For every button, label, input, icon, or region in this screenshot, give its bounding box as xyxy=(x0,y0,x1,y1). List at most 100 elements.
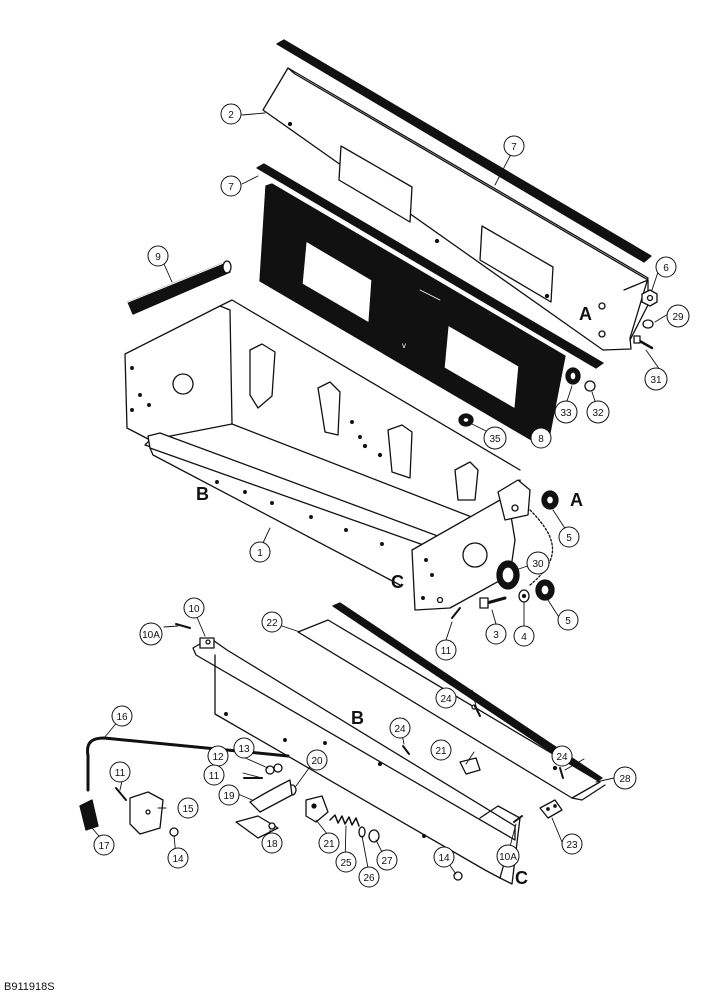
figure-id: B911918S xyxy=(4,981,55,993)
svg-text:33: 33 xyxy=(560,408,572,419)
callout-30: 30 xyxy=(526,551,550,575)
svg-text:2: 2 xyxy=(228,110,234,121)
svg-text:1: 1 xyxy=(257,548,263,559)
spring-25 xyxy=(329,814,360,827)
svg-text:14: 14 xyxy=(438,853,450,864)
callout-22: 22 xyxy=(261,611,283,633)
svg-text:29: 29 xyxy=(672,312,684,323)
callout-6: 6 xyxy=(655,256,677,278)
svg-text:25: 25 xyxy=(340,858,352,869)
svg-text:21: 21 xyxy=(323,839,335,850)
callout-11-left: 11 xyxy=(109,761,131,783)
svg-text:5: 5 xyxy=(565,616,571,627)
svg-text:32: 32 xyxy=(592,408,604,419)
callout-24-c: 24 xyxy=(551,745,573,767)
svg-text:6: 6 xyxy=(663,263,669,274)
svg-text:14: 14 xyxy=(172,854,184,865)
svg-text:11: 11 xyxy=(441,646,452,657)
bolt-31 xyxy=(633,335,654,350)
svg-text:24: 24 xyxy=(556,752,568,763)
callout-29: 29 xyxy=(666,304,690,328)
cover-panel xyxy=(297,602,606,801)
link-19 xyxy=(249,779,293,813)
grommet-30 xyxy=(496,509,553,590)
callout-7-lower: 7 xyxy=(220,175,242,197)
svg-text:23: 23 xyxy=(566,840,578,851)
svg-text:15: 15 xyxy=(182,804,194,815)
bolt-10A-right xyxy=(513,815,523,823)
reference-letters: A A B B C C xyxy=(196,304,592,888)
svg-text:19: 19 xyxy=(223,791,235,802)
nut-32 xyxy=(584,380,596,392)
callout-23: 23 xyxy=(561,833,583,855)
callout-2: 2 xyxy=(220,103,242,125)
svg-text:9: 9 xyxy=(155,252,161,263)
svg-text:24: 24 xyxy=(440,694,452,705)
rear-panel xyxy=(262,67,649,351)
svg-text:26: 26 xyxy=(363,873,375,884)
callout-11-top: 11 xyxy=(435,639,457,661)
lower-channel xyxy=(192,637,521,885)
svg-text:v: v xyxy=(402,341,406,350)
callout-20: 20 xyxy=(306,749,328,771)
ref-letter-A-upper: A xyxy=(579,304,592,324)
callout-13: 13 xyxy=(233,737,255,759)
callout-3: 3 xyxy=(485,623,507,645)
ref-letter-C-upper: C xyxy=(391,572,404,592)
svg-text:11: 11 xyxy=(115,768,126,779)
clip-24-c xyxy=(559,767,564,779)
callout-26: 26 xyxy=(358,866,380,888)
svg-text:18: 18 xyxy=(266,839,278,850)
callout-18: 18 xyxy=(261,832,283,854)
svg-text:35: 35 xyxy=(489,434,501,445)
bolt-11-left xyxy=(115,787,127,801)
rubber-tube xyxy=(127,260,232,315)
svg-text:20: 20 xyxy=(311,756,323,767)
svg-text:30: 30 xyxy=(532,559,544,570)
washer-26 xyxy=(358,826,366,838)
svg-text:16: 16 xyxy=(116,712,128,723)
svg-text:17: 17 xyxy=(98,841,110,852)
svg-text:10: 10 xyxy=(188,604,200,615)
latch-18 xyxy=(235,815,279,839)
svg-text:27: 27 xyxy=(381,856,393,867)
svg-text:13: 13 xyxy=(238,744,250,755)
callout-24-b: 24 xyxy=(389,717,411,739)
callout-21-lower: 21 xyxy=(318,832,340,854)
washer-13 xyxy=(273,763,283,773)
callout-14-left: 14 xyxy=(167,847,189,869)
callout-5-upper: 5 xyxy=(558,526,580,548)
latch-plate-21 xyxy=(305,795,329,823)
grommet-33 xyxy=(565,367,581,385)
callout-10: 10 xyxy=(183,597,205,619)
callout-15: 15 xyxy=(177,797,199,819)
callout-7-top: 7 xyxy=(503,135,525,157)
callout-11-mid: 11 xyxy=(203,764,225,786)
svg-text:3: 3 xyxy=(493,630,499,641)
nut-6 xyxy=(641,289,658,307)
nut-14-left xyxy=(169,827,179,837)
svg-text:28: 28 xyxy=(619,774,631,785)
callout-35: 35 xyxy=(483,426,507,450)
callout-8: 8 xyxy=(530,427,552,449)
callout-24-a: 24 xyxy=(435,687,457,709)
svg-text:12: 12 xyxy=(212,752,224,763)
bracket-15 xyxy=(129,791,164,835)
grommet-35 xyxy=(458,413,474,427)
washer-4 xyxy=(518,589,530,603)
callout-5-lower: 5 xyxy=(557,609,579,631)
svg-text:4: 4 xyxy=(521,632,527,643)
clip-24-a xyxy=(474,705,481,717)
nut-27 xyxy=(368,829,380,843)
svg-text:21: 21 xyxy=(435,746,447,757)
callout-10A-right: 10A xyxy=(496,844,520,868)
callout-28: 28 xyxy=(613,766,637,790)
callout-12: 12 xyxy=(207,745,229,767)
svg-text:11: 11 xyxy=(209,771,220,782)
callout-9: 9 xyxy=(147,245,169,267)
bolt-10A-left xyxy=(175,623,191,629)
callout-25: 25 xyxy=(335,851,357,873)
top-seal-strip xyxy=(276,39,652,263)
callout-17: 17 xyxy=(93,834,115,856)
callout-balloons: 2 7 7 9 6 29 31 33 32 8 35 5 1 30 3 4 5 … xyxy=(93,103,690,888)
